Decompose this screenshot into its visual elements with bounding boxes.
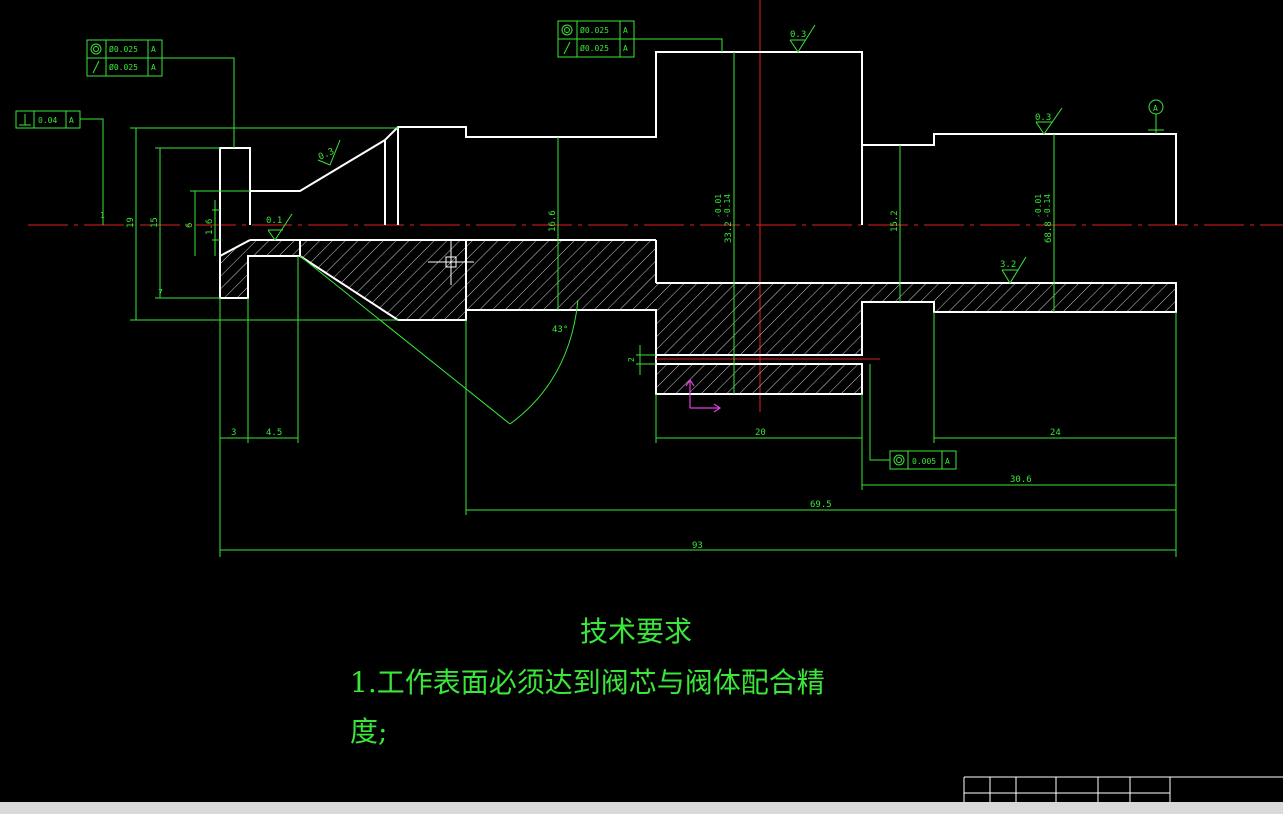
gdt-frame-perpendicularity: 0.04 A: [15, 110, 81, 129]
ucs-icon: [685, 378, 722, 413]
dim-4-5: 4.5: [266, 428, 282, 438]
gdt-top-datum-1: A: [623, 26, 628, 35]
gdt-perp-value: 0.04: [38, 116, 57, 125]
roughness-3-2: 3.2: [1000, 260, 1016, 270]
dim-15-2: 15.2: [890, 210, 900, 232]
dim-69-5: 69.5: [810, 500, 832, 510]
gdt-perp-datum: A: [69, 116, 74, 125]
roughness-symbol-4: [267, 213, 293, 241]
roughness-0-3-b: 0.3: [1035, 113, 1051, 123]
dim-24: 24: [1050, 428, 1061, 438]
dim-30-6: 30.6: [1010, 475, 1032, 485]
title-block: [963, 776, 1283, 802]
gdt-top-datum-2: A: [623, 44, 628, 53]
tech-requirements-line-1: 1.工作表面必须达到阀芯与阀体配合精: [350, 666, 825, 699]
concentricity-icon: [561, 24, 573, 36]
datum-symbol: A: [1148, 99, 1164, 115]
datum-letter: A: [1153, 104, 1158, 113]
gdt-left-datum-1: A: [151, 45, 156, 54]
dim-33-2-tol-a: -0.01: [714, 194, 723, 218]
dim-3: 3: [231, 428, 236, 438]
gdt-left-datum-2: A: [151, 63, 156, 72]
roughness-0-3-c: 0.3: [317, 147, 336, 163]
roughness-0-1: 0.1: [266, 216, 282, 226]
dim-68-8-tol-b: -0.14: [1043, 194, 1052, 218]
roughness-symbol-2: [1035, 107, 1063, 135]
runout-icon: [563, 41, 571, 55]
dim-43: 43°: [552, 325, 568, 335]
status-bar: [0, 802, 1283, 814]
gdt-bottom-value: 0.005: [912, 457, 936, 466]
gdt-frame-bottom: 0.005 A: [889, 450, 957, 470]
gdt-left-value-1: Ø0.025: [109, 44, 138, 54]
concentricity-icon: [893, 454, 905, 466]
cad-crosshair-cursor: [428, 240, 474, 285]
dim-2: 2: [627, 357, 636, 362]
dimension-texts: 93 69.5 30.6 24 20 3 4.5 43° 16.6 33.2 -…: [100, 194, 1061, 551]
gdt-bottom-datum: A: [945, 457, 950, 466]
dim-20: 20: [755, 428, 766, 438]
dim-7: 7: [158, 288, 163, 297]
dim-6: 6: [185, 223, 195, 228]
dim-33-2-tol-b: -0.14: [723, 194, 732, 218]
dim-19: 19: [126, 217, 136, 228]
tech-requirements-title: 技术要求: [580, 615, 692, 648]
section-hatching: [220, 240, 1176, 394]
dimension-lines: [130, 52, 1177, 557]
dim-68-8-tol-a: -0.01: [1034, 194, 1043, 218]
roughness-symbols: [267, 24, 1063, 284]
gdt-left-value-2: Ø0.025: [109, 62, 138, 72]
roughness-symbol-3: [1001, 256, 1027, 284]
dim-1-6: 1.6: [205, 219, 215, 235]
roughness-0-3-a: 0.3: [790, 30, 806, 40]
leader-lines: [80, 38, 1164, 461]
roughness-symbol-5: [317, 139, 341, 166]
gdt-frame-left: Ø0.025 Ø0.025 A A: [86, 39, 163, 77]
roughness-texts: 0.3 0.3 3.2 0.1 0.3: [266, 30, 1051, 270]
dim-16-6: 16.6: [548, 210, 558, 232]
dim-1: 1: [100, 211, 105, 220]
dim-15: 15: [150, 217, 160, 228]
dim-93: 93: [692, 541, 703, 551]
gdt-top-value-1: Ø0.025: [580, 25, 609, 35]
dim-33-2: 33.2: [724, 221, 734, 243]
roughness-symbol-1: [789, 24, 816, 53]
gdt-frame-top: Ø0.025 Ø0.025 A A: [557, 20, 635, 58]
gdt-top-value-2: Ø0.025: [580, 43, 609, 53]
dim-68-8: 68.8: [1044, 221, 1054, 243]
tech-requirements-line-2: 度;: [350, 715, 387, 748]
concentricity-icon: [90, 43, 102, 55]
runout-icon: [92, 60, 100, 74]
